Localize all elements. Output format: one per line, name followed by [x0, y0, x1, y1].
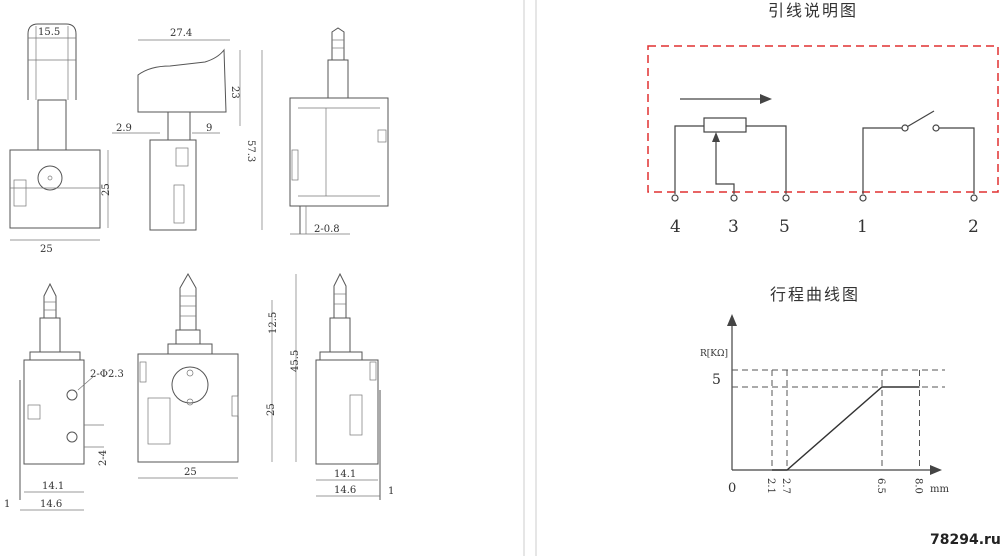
dim-bm-body: 25	[266, 403, 277, 416]
x-tick-label-1: 2.7	[780, 478, 791, 494]
dim-trigger-height: 23	[229, 86, 240, 99]
dim-d2: 9	[206, 123, 212, 134]
pin-label-3: 3	[728, 217, 739, 237]
x-tick-label-0: 2.1	[765, 478, 776, 494]
dim-hole: 2-Φ2.3	[90, 369, 124, 380]
front-view: 15.5 25 25	[9, 23, 112, 255]
dim-top-width: 15.5	[38, 27, 60, 38]
travel-curve-line	[772, 386, 920, 471]
dim-br-w1: 14.1	[334, 469, 356, 480]
travel-marks: 2.1 2.7 6.5 8.0	[765, 370, 924, 494]
dim-bm-width: 25	[184, 467, 197, 478]
travel-title: 行程曲线图	[770, 285, 860, 304]
dim-br-edge: 1	[388, 486, 394, 497]
dim-bm-upper: 12.5	[268, 312, 279, 334]
pin-label-2: 2	[968, 217, 979, 237]
dim-front-height: 25	[101, 183, 112, 196]
dim-br-w2: 14.6	[334, 485, 356, 496]
bottom-middle-view: 25 12.5 25 45.5	[137, 272, 301, 479]
wiring-title: 引线说明图	[768, 1, 858, 20]
dim-front-width: 25	[40, 244, 53, 255]
x-axis-unit: mm	[930, 484, 949, 495]
dim-side-length: 27.4	[170, 28, 192, 39]
side-view: 27.4 23 57.3 2.9 9	[112, 28, 263, 231]
pin-label-1: 1	[857, 217, 868, 237]
dim-spacing: 2-4	[98, 450, 109, 466]
bottom-right-view: 14.1 14.6 1	[315, 272, 394, 500]
dim-overall-height: 57.3	[245, 140, 256, 162]
y-tick-5: 5	[712, 372, 721, 388]
origin-label: 0	[728, 481, 736, 496]
wiring-diagram: 引线说明图 4 3 5 1 2	[647, 1, 999, 237]
x-tick-label-2: 6.5	[875, 478, 886, 494]
wiring-border	[647, 45, 999, 193]
dim-bl-edge: 1	[4, 499, 10, 510]
y-axis-label: R[KΩ]	[700, 349, 728, 359]
pin-label-4: 4	[670, 217, 681, 237]
dim-bl-w1: 14.1	[42, 481, 64, 492]
x-tick-label-3: 8.0	[913, 478, 924, 494]
dim-bm-overall: 45.5	[290, 350, 301, 372]
bottom-left-view: 2-Φ2.3 2-4 14.1 14.6 1	[4, 282, 124, 511]
dim-bl-w2: 14.6	[40, 499, 62, 510]
watermark: 78294.ru	[930, 532, 1000, 548]
dim-d1: 2.9	[116, 123, 132, 134]
dim-pin-size: 2-0.8	[314, 224, 340, 235]
pin-label-5: 5	[779, 217, 790, 237]
rear-view: 2-0.8	[289, 27, 389, 235]
travel-chart: 行程曲线图 R[KΩ] mm 0 5 2.1 2.7 6.5 8.0	[700, 285, 949, 496]
